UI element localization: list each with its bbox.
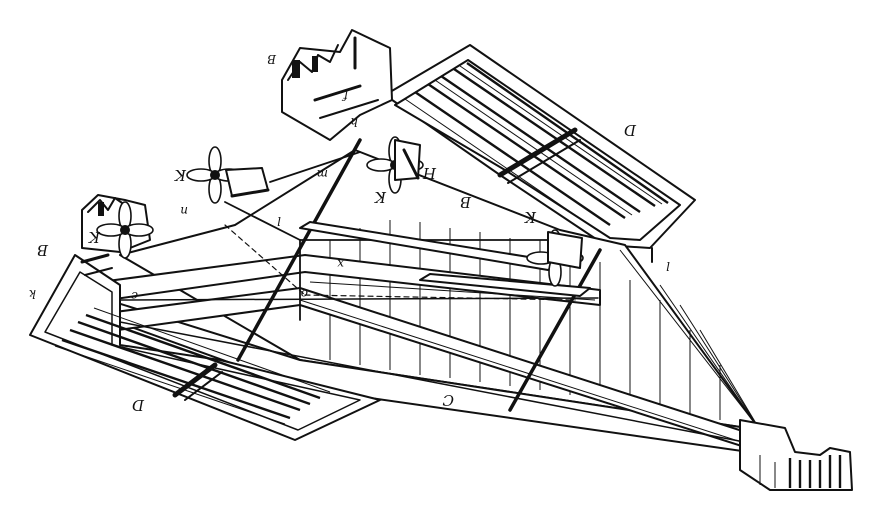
rear-step-block [281, 29, 393, 141]
label-k-lower: k [29, 287, 36, 301]
label-h-center: H [422, 164, 437, 182]
propeller-right [526, 229, 584, 287]
propeller-center [366, 136, 424, 194]
nose-cone-shading [619, 249, 761, 431]
label-l-center: l [277, 214, 281, 228]
label-d-rear: D [624, 121, 637, 139]
label-n-fin: n [180, 204, 188, 218]
label-b-left: B [37, 241, 49, 259]
label-b-side: B [460, 193, 472, 211]
label-d-front: D [132, 396, 145, 414]
label-o-fin: o [301, 287, 308, 301]
label-f: f [341, 89, 349, 103]
nose-step-shading [759, 455, 842, 488]
label-c-keel: C [442, 391, 454, 409]
label-l-right: l [666, 259, 670, 273]
label-k-center: K [374, 188, 387, 206]
nose-step-block [739, 419, 853, 491]
label-h: h [350, 115, 358, 129]
reference-letters: D D C B B B H K K K K k l l x n m o f h … [29, 52, 670, 414]
left-step-block [80, 194, 151, 276]
label-k-right: K [524, 208, 537, 226]
propeller-left [186, 146, 270, 204]
bracing-rods [224, 138, 602, 412]
label-b-rear: B [267, 52, 277, 66]
label-k-small: K [88, 228, 101, 246]
rear-supporting-plane [384, 44, 696, 263]
label-m-fin: m [317, 167, 328, 181]
label-x-bar: x [337, 257, 344, 271]
label-k-left: K [174, 166, 187, 184]
front-plane-ribs [54, 307, 331, 425]
label-c: c [131, 289, 138, 303]
